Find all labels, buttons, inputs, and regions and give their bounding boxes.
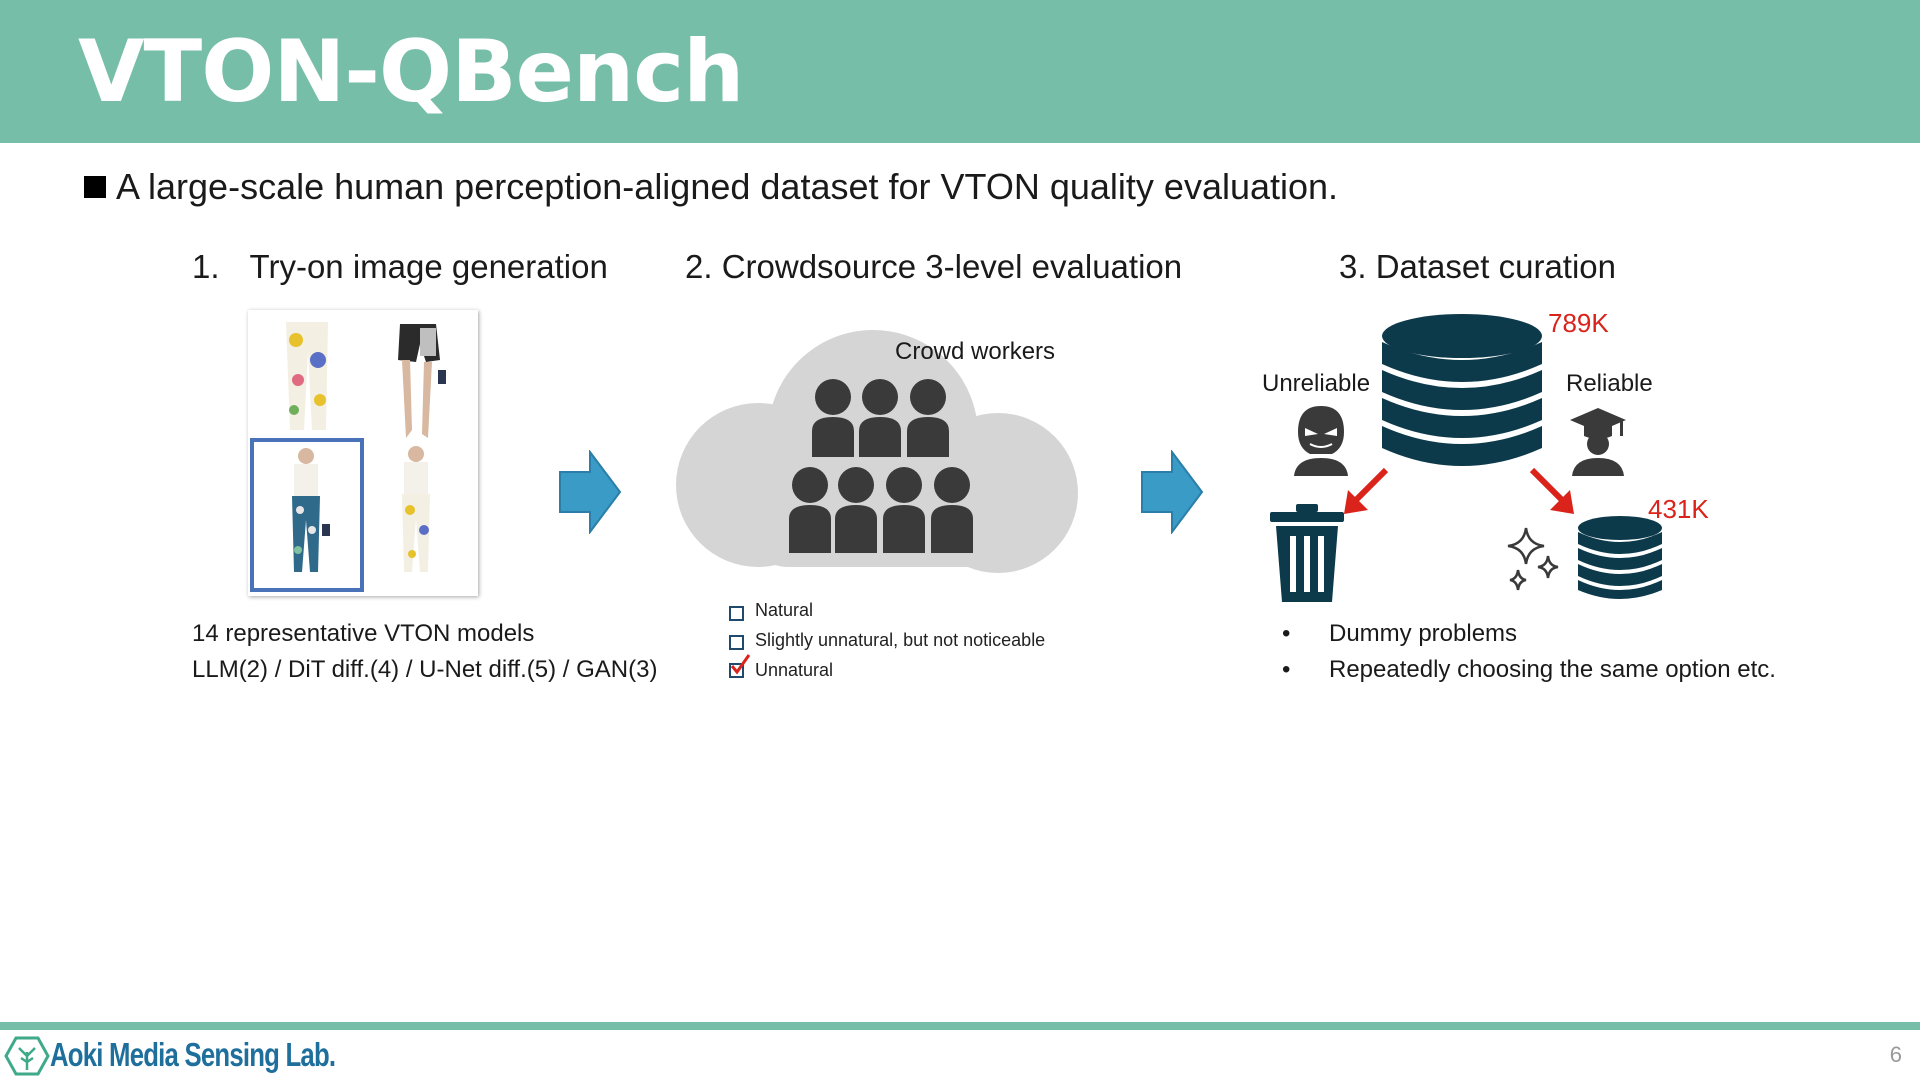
model-shorts-image	[398, 324, 446, 438]
step-3-number: 3.	[1339, 248, 1367, 285]
step-1-heading: 1. Try-on image generation	[192, 248, 608, 286]
step-2-number: 2.	[685, 248, 713, 285]
option-slightly-unnatural-label: Slightly unnatural, but not noticeable	[755, 630, 1046, 650]
reliable-label: Reliable	[1566, 370, 1653, 397]
kept-count-label: 431K	[1648, 494, 1709, 524]
page-number: 6	[1889, 1042, 1902, 1067]
total-count-label: 789K	[1548, 308, 1609, 338]
checkbox-natural[interactable]	[729, 606, 744, 621]
database-large-icon	[1382, 314, 1542, 466]
keep-arrow-icon	[1529, 467, 1574, 514]
crowd-cloud	[676, 330, 1078, 573]
filter-reason-2: Repeatedly choosing the same option etc.	[1329, 656, 1776, 683]
graduate-worker-icon	[1570, 408, 1626, 476]
models-count-text: 14 representative VTON models	[192, 620, 535, 647]
slide-headline: A large-scale human perception-aligned d…	[116, 166, 1339, 207]
tryon-images	[250, 322, 446, 592]
slide-title: VTON-QBench	[78, 22, 744, 122]
step-2-label: Crowdsource 3-level evaluation	[721, 248, 1183, 285]
selected-image-frame	[250, 438, 364, 592]
arrow-right-icon	[1141, 450, 1204, 534]
crowd-workers-label: Crowd workers	[895, 338, 1056, 365]
discard-arrow-icon	[1344, 467, 1389, 514]
filter-reason-1: Dummy problems	[1329, 620, 1518, 647]
lab-logo-icon	[4, 1036, 50, 1076]
step-1-label: Try-on image generation	[249, 248, 608, 285]
bullet-dot-icon: •	[1282, 656, 1291, 683]
checkmark-icon	[730, 654, 751, 675]
footer-divider	[0, 1022, 1920, 1030]
tryon-image-grid	[248, 310, 478, 596]
title-bar	[0, 0, 1920, 143]
models-breakdown-text: LLM(2) / DiT diff.(4) / U-Net diff.(5) /…	[192, 656, 658, 683]
bullet-square-icon	[84, 176, 106, 198]
tryon-result-alt-image	[402, 446, 430, 572]
step-1-number: 1.	[192, 248, 220, 285]
crowd-workers-icon	[789, 379, 973, 553]
checkbox-slightly-unnatural[interactable]	[729, 635, 744, 650]
unreliable-label: Unreliable	[1262, 370, 1371, 397]
step-2-heading: 2. Crowdsource 3-level evaluation	[685, 248, 1182, 286]
trash-can-icon	[1270, 504, 1344, 602]
option-natural-label: Natural	[755, 600, 814, 620]
bullet-dot-icon: •	[1282, 620, 1291, 647]
option-unnatural-label: Unnatural	[755, 660, 834, 680]
masked-worker-icon	[1294, 406, 1348, 476]
arrow-right-icon	[559, 450, 622, 534]
step-3-label: Dataset curation	[1375, 248, 1617, 285]
garment-floral-pants-image	[286, 322, 328, 430]
sparkles-icon	[1507, 527, 1559, 591]
step-3-heading: 3. Dataset curation	[1339, 248, 1616, 286]
tryon-result-image	[292, 448, 330, 572]
database-small-icon	[1578, 516, 1662, 599]
lab-name: Aoki Media Sensing Lab.	[50, 1036, 336, 1073]
